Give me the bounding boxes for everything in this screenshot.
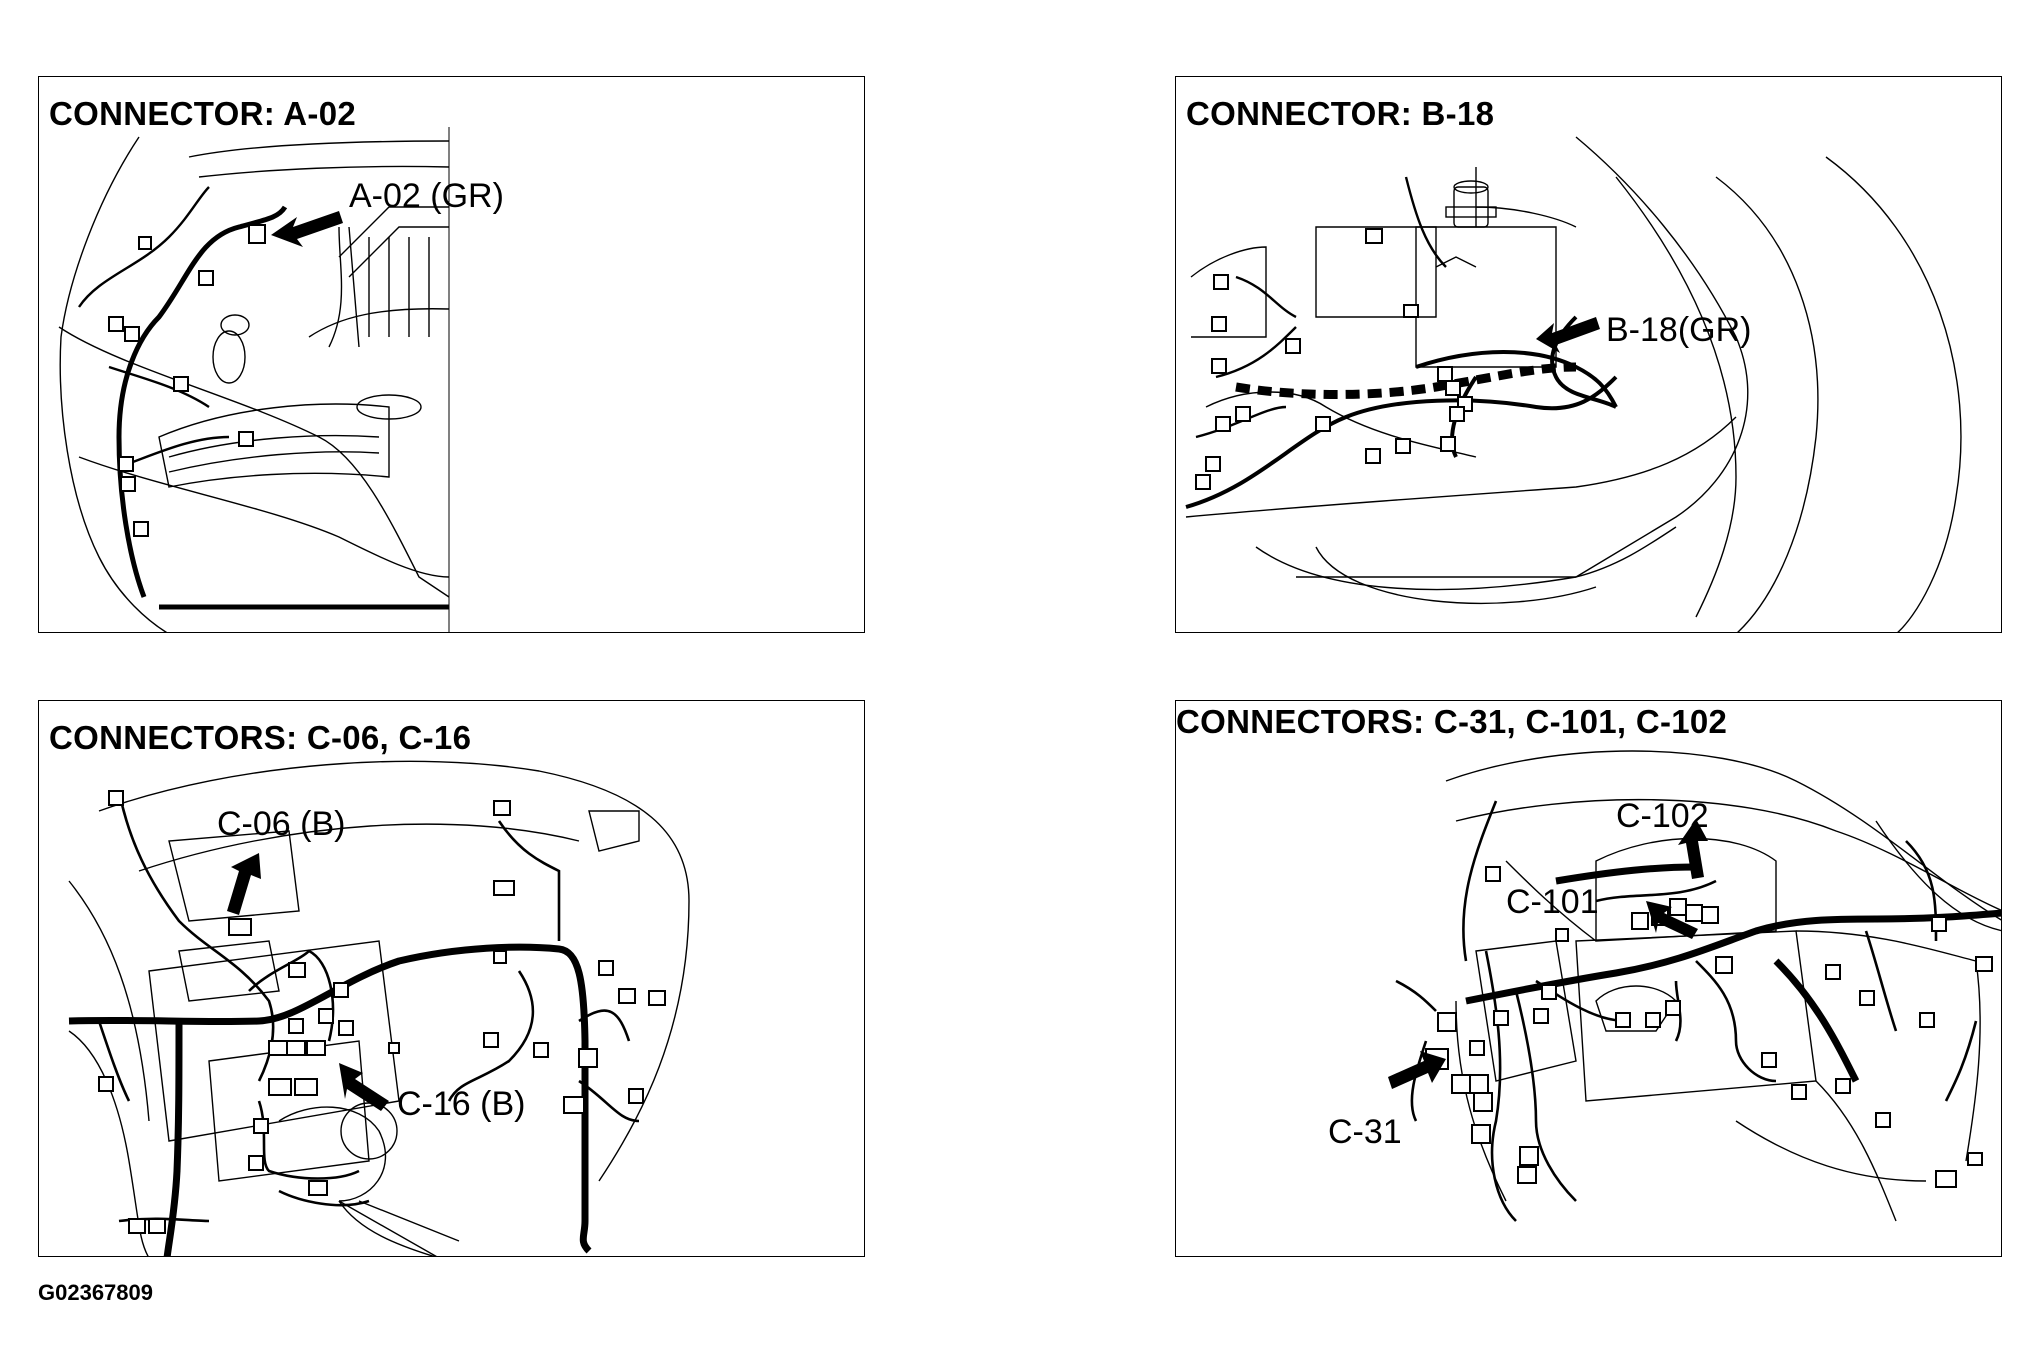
panel-connectors-c31-c101-c102: CONNECTORS: C-31, C-101, C-102 — [1175, 700, 2002, 1257]
callout-c16: C-16 (B) — [397, 1085, 525, 1123]
panel-title: CONNECTORS: C-06, C-16 — [49, 719, 472, 756]
dashboard-illustration: C-102 C-101 C-31 — [1328, 750, 2001, 1222]
dashboard-illustration: C-06 (B) C-16 (B) — [68, 760, 690, 1256]
figure-id: G02367809 — [38, 1280, 153, 1305]
panel-connector-b18: CONNECTOR: B-18 — [1175, 76, 2002, 633]
callout-c31: C-31 — [1328, 1113, 1402, 1151]
engine-bay-illustration: A-02 (GR) — [58, 127, 504, 632]
callout-c102: C-102 — [1616, 797, 1709, 835]
callout-c06: C-06 (B) — [217, 805, 345, 843]
panel-title: CONNECTOR: B-18 — [1186, 95, 1495, 132]
panel-connectors-c06-c16: CONNECTORS: C-06, C-16 — [38, 700, 865, 1257]
engine-bay-illustration: B-18(GR) — [1185, 136, 1962, 632]
panel-title: CONNECTOR: A-02 — [49, 95, 357, 132]
panel-title: CONNECTORS: C-31, C-101, C-102 — [1176, 703, 1728, 740]
panel-connector-a02: CONNECTOR: A-02 — [38, 76, 865, 633]
callout-b18: B-18(GR) — [1606, 311, 1751, 349]
callout-c101: C-101 — [1506, 883, 1599, 921]
callout-a02: A-02 (GR) — [349, 177, 504, 215]
